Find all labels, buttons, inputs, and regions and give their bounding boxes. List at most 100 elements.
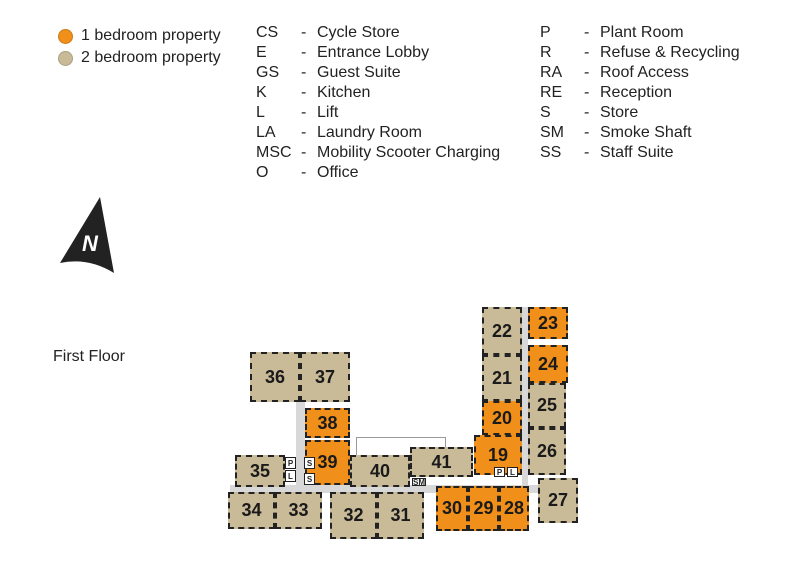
dash: - <box>584 84 590 101</box>
code: O <box>256 164 269 181</box>
legend-code-row: R-Refuse & Recycling <box>540 43 740 63</box>
apartment-22[interactable]: 22 <box>482 307 522 355</box>
code: L <box>256 104 265 121</box>
apartment-26[interactable]: 26 <box>528 428 566 475</box>
dash: - <box>584 144 590 161</box>
corridor <box>296 400 305 490</box>
code-description: Mobility Scooter Charging <box>317 144 501 161</box>
code: GS <box>256 64 280 81</box>
orange-dot-icon <box>58 28 73 44</box>
code: CS <box>256 24 279 41</box>
dash: - <box>584 124 590 141</box>
legend-code-row: K -Kitchen <box>256 83 500 103</box>
code-description: Plant Room <box>600 24 684 41</box>
code-description: Staff Suite <box>600 144 674 161</box>
utility-room: L <box>285 470 296 482</box>
legend-two-bed: 2 bedroom property <box>58 47 221 69</box>
code: E <box>256 44 267 61</box>
legend-code-row: RE -Reception <box>540 83 740 103</box>
code-description: Guest Suite <box>317 64 401 81</box>
apartment-30[interactable]: 30 <box>436 486 468 531</box>
dash: - <box>301 44 307 61</box>
dash: - <box>584 64 590 81</box>
apartment-23[interactable]: 23 <box>528 307 568 339</box>
dash: - <box>301 164 307 181</box>
svg-text:N: N <box>82 231 99 256</box>
legend-code-row: E -Entrance Lobby <box>256 43 500 63</box>
apartment-35[interactable]: 35 <box>235 455 285 487</box>
apartment-40[interactable]: 40 <box>350 455 410 487</box>
apartment-29[interactable]: 29 <box>468 486 499 531</box>
legend-code-row: SM -Smoke Shaft <box>540 123 740 143</box>
code-description: Entrance Lobby <box>317 44 430 61</box>
apartment-20[interactable]: 20 <box>482 401 522 435</box>
legend-code-row: L -Lift <box>256 103 500 123</box>
apartment-27[interactable]: 27 <box>538 478 578 523</box>
code: LA <box>256 124 276 141</box>
dash: - <box>301 104 307 121</box>
legend-code-row: CS -Cycle Store <box>256 23 500 43</box>
apartment-37[interactable]: 37 <box>300 352 350 402</box>
apartment-21[interactable]: 21 <box>482 355 522 401</box>
code: RA <box>540 64 563 81</box>
utility-room: S <box>304 457 315 469</box>
corridor <box>230 485 540 493</box>
apartment-33[interactable]: 33 <box>275 492 322 529</box>
code-description: Lift <box>317 104 339 121</box>
apartment-24[interactable]: 24 <box>528 345 568 383</box>
code: SM <box>540 124 564 141</box>
code: S <box>540 104 551 121</box>
legend-code-row: P -Plant Room <box>540 23 740 43</box>
code-description: Store <box>600 104 639 121</box>
utility-room: P <box>285 457 296 469</box>
legend-code-row: SS -Staff Suite <box>540 143 740 163</box>
apartment-28[interactable]: 28 <box>499 486 529 531</box>
legend-code-row: GS -Guest Suite <box>256 63 500 83</box>
code-description: Laundry Room <box>317 124 422 141</box>
utility-room: L <box>507 467 518 477</box>
utility-room: SM <box>412 477 426 487</box>
code-description: Refuse & Recycling <box>600 44 740 61</box>
dash: - <box>301 64 307 81</box>
beige-dot-icon <box>58 50 73 66</box>
code-description: Office <box>317 164 359 181</box>
apartment-34[interactable]: 34 <box>228 492 275 529</box>
apartment-31[interactable]: 31 <box>377 492 424 539</box>
code: P <box>540 24 551 41</box>
code: K <box>256 84 267 101</box>
legend-code-row: RA -Roof Access <box>540 63 740 83</box>
apartment-41[interactable]: 41 <box>410 447 473 477</box>
dash: - <box>301 144 307 161</box>
dash: - <box>301 84 307 101</box>
code-description: Roof Access <box>600 64 689 81</box>
utility-room: S <box>304 473 315 485</box>
code-description: Kitchen <box>317 84 371 101</box>
terrace <box>356 437 446 455</box>
legend-code-row: O -Office <box>256 163 500 183</box>
apartment-25[interactable]: 25 <box>528 383 566 428</box>
code: MSC <box>256 144 292 161</box>
apartment-36[interactable]: 36 <box>250 352 300 402</box>
code-description: Reception <box>600 84 673 101</box>
dash: - <box>301 124 307 141</box>
code-description: Cycle Store <box>317 24 400 41</box>
code: RE <box>540 84 563 101</box>
corridor <box>522 307 528 487</box>
legend-code-row: MSC-Mobility Scooter Charging <box>256 143 500 163</box>
dash: - <box>301 24 307 41</box>
code-description: Smoke Shaft <box>600 124 692 141</box>
dash: - <box>584 24 590 41</box>
legend-code-row: LA -Laundry Room <box>256 123 500 143</box>
legend-one-bed: 1 bedroom property <box>58 25 221 47</box>
dash: - <box>584 104 590 121</box>
apartment-32[interactable]: 32 <box>330 492 377 539</box>
floor-label: First Floor <box>53 348 125 365</box>
dash: - <box>584 44 590 61</box>
property-legend: 1 bedroom property 2 bedroom property <box>58 25 221 69</box>
code: SS <box>540 144 562 161</box>
north-arrow-icon: N <box>60 197 114 273</box>
apartment-38[interactable]: 38 <box>305 408 350 438</box>
